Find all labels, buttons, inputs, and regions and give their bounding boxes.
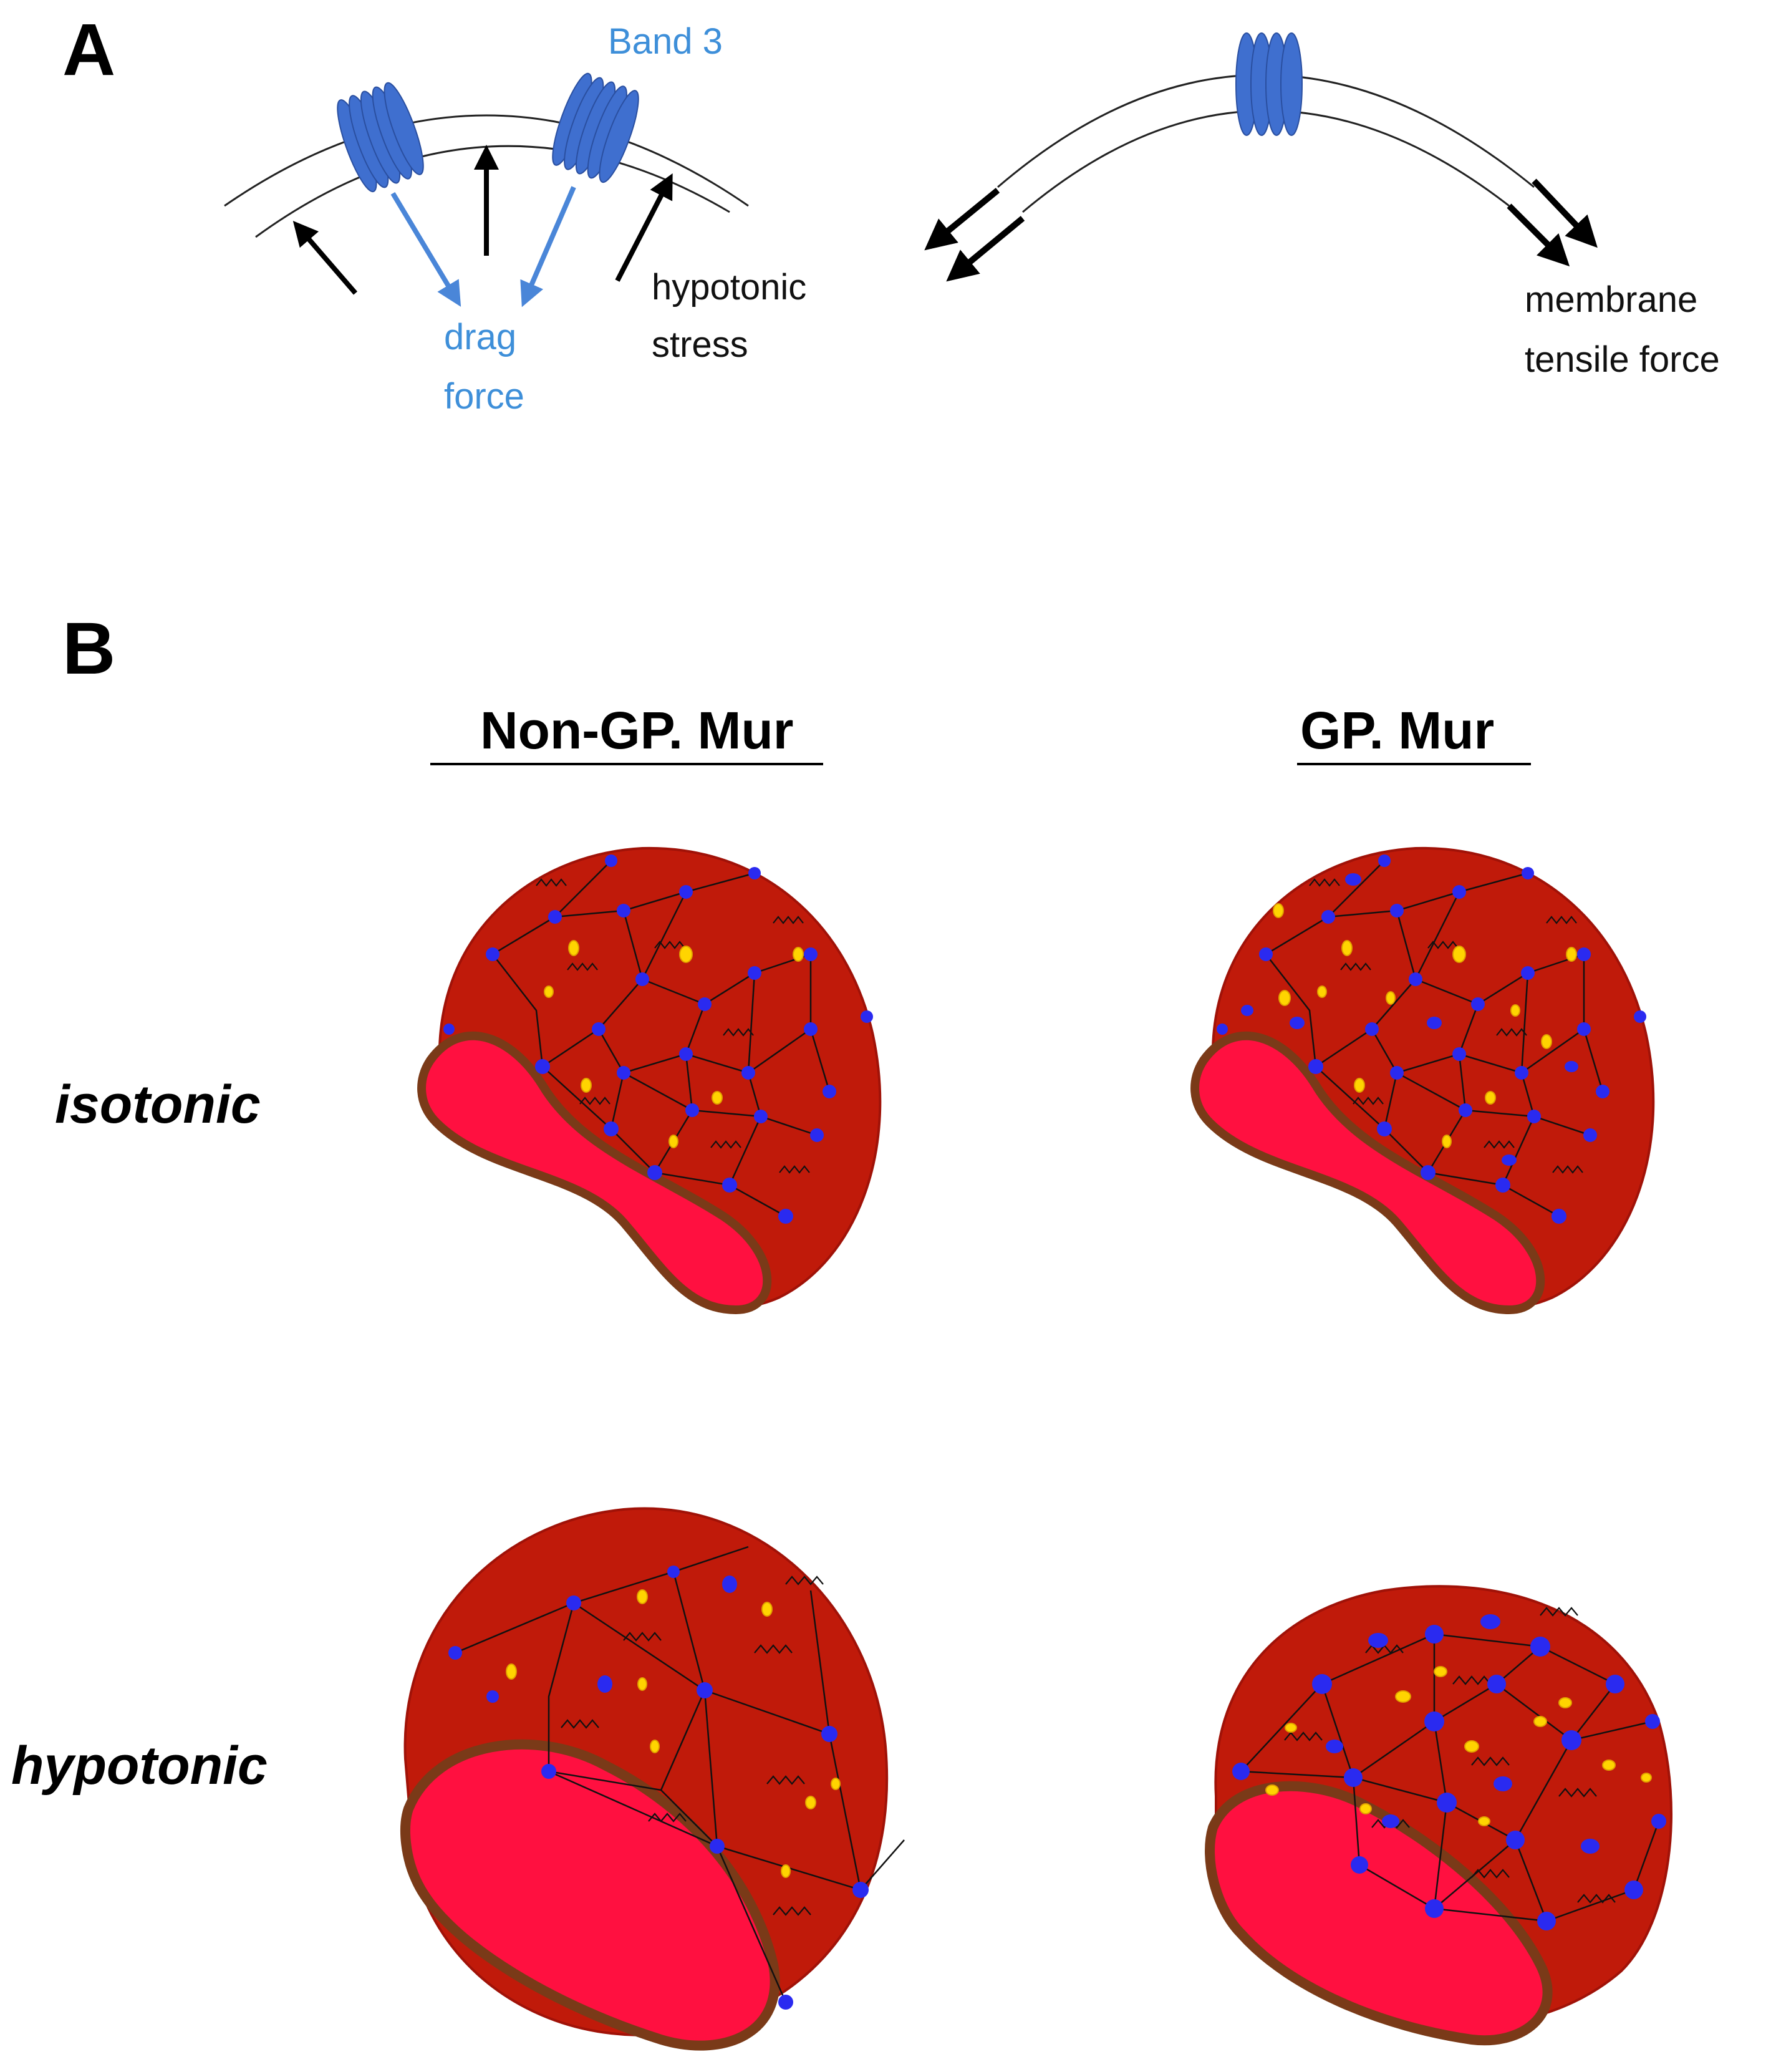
drag-force-arrows — [390, 186, 576, 307]
glycophorin-dots-1 — [544, 940, 804, 1148]
col-header-non-gp-mur: Non-GP. Mur — [480, 701, 793, 760]
glycophorin-dots-3 — [506, 1589, 841, 1878]
band3-label: Band 3 — [608, 21, 723, 62]
hypotonic-stress-arrows — [292, 145, 673, 295]
membrane-tensile-label-2: tensile force — [1525, 339, 1720, 380]
band3-left-2 — [552, 72, 639, 183]
panel-a-letter: A — [62, 9, 115, 91]
col-header-gp-mur: GP. Mur — [1300, 701, 1494, 760]
junction-nodes-3 — [448, 1566, 869, 2010]
glycophorin-dots-2 — [1273, 903, 1577, 1148]
cell-hypotonic-gp — [1205, 1585, 1672, 2046]
panel-a: A — [62, 9, 1720, 417]
cell-isotonic-gp — [1190, 846, 1655, 1315]
panel-b-letter: B — [62, 608, 115, 690]
row-label-hypotonic: hypotonic — [11, 1736, 268, 1796]
band3-right — [1235, 32, 1303, 136]
drag-force-label-1: drag — [444, 317, 516, 357]
panel-b: B Non-GP. Mur GP. Mur isotonic hypotonic — [11, 608, 1672, 2051]
junction-nodes-2 — [1217, 854, 1646, 1224]
tensile-force-arrows — [924, 178, 1598, 282]
cell-isotonic-non-gp — [417, 846, 882, 1315]
junction-nodes-1 — [443, 854, 873, 1224]
drag-force-label-2: force — [444, 376, 524, 417]
springs-2 — [1309, 878, 1583, 1174]
band3-left-1 — [337, 82, 424, 193]
membrane-tensile-label-1: membrane — [1525, 279, 1697, 320]
springs-3 — [561, 1576, 824, 1916]
springs-1 — [536, 878, 810, 1174]
glycophorin-dots-4 — [1265, 1666, 1652, 1826]
hypotonic-stress-label-2: stress — [652, 324, 748, 365]
cell-hypotonic-non-gp — [400, 1507, 905, 2051]
hypotonic-stress-label-1: hypotonic — [652, 267, 806, 307]
junction-nodes-4 — [1232, 1614, 1666, 1930]
row-label-isotonic: isotonic — [55, 1075, 261, 1135]
